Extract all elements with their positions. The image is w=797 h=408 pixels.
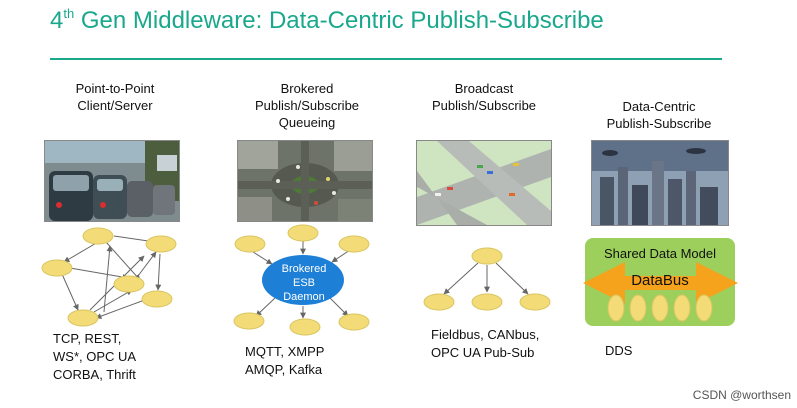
- title-superscript: th: [63, 6, 75, 21]
- roundabout-photo: [237, 140, 373, 222]
- watermark: CSDN @worthsen: [692, 388, 791, 402]
- p2p-node: [145, 235, 177, 253]
- protocol-line: AMQP, Kafka: [245, 362, 323, 377]
- heading-broadcast: Broadcast Publish/Subscribe: [409, 80, 559, 114]
- broker-client-node: [289, 318, 321, 336]
- broker-client-node: [338, 313, 370, 331]
- broker-label-line: Brokered: [281, 263, 327, 275]
- protocol-line: Fieldbus, CANbus,: [431, 327, 540, 342]
- heading-line: Point-to-Point: [75, 81, 155, 96]
- heading-line: Broadcast: [454, 81, 514, 96]
- brokered-star: [233, 224, 370, 336]
- dds-participant-node: [695, 294, 713, 322]
- slide-title: 4th Gen Middleware: Data-Centric Publish…: [50, 6, 604, 35]
- broker-client-node: [233, 312, 265, 330]
- broker-label: Brokered ESB Daemon: [264, 262, 344, 304]
- heading-line: Client/Server: [77, 98, 153, 113]
- p2p-node: [82, 227, 114, 245]
- title-rest: Gen Middleware: Data-Centric Publish-Sub…: [74, 7, 604, 34]
- dds-participant-node: [629, 294, 647, 322]
- protocol-line: TCP, REST,: [53, 331, 122, 346]
- heading-line: Brokered: [280, 81, 334, 96]
- broadcast-node: [423, 293, 455, 311]
- protocols-data-centric: DDS: [605, 342, 632, 360]
- broadcast-node: [519, 293, 551, 311]
- heading-point-to-point: Point-to-Point Client/Server: [40, 80, 190, 114]
- databus-label: DataBus: [631, 272, 689, 289]
- heading-line: Queueing: [278, 115, 336, 130]
- heading-line: Publish-Subscribe: [606, 116, 712, 131]
- protocol-line: CORBA, Thrift: [53, 367, 136, 382]
- p2p-node: [113, 275, 145, 293]
- p2p-node: [41, 259, 73, 277]
- broker-client-node: [234, 235, 266, 253]
- heading-line: Data-Centric: [622, 99, 696, 114]
- traffic-cars-photo: [44, 140, 180, 222]
- protocol-line: DDS: [605, 343, 633, 358]
- roundabout-illustration: [238, 141, 372, 221]
- heading-line: Publish/Subscribe: [431, 98, 537, 113]
- broadcast-source-node: [471, 247, 503, 265]
- futuristic-city-photo: [591, 140, 729, 226]
- protocols-point-to-point: TCP, REST, WS*, OPC UA CORBA, Thrift: [53, 330, 136, 384]
- heading-data-centric: Data-Centric Publish-Subscribe: [584, 98, 734, 132]
- highway-interchange-photo: [416, 140, 552, 226]
- p2p-node: [141, 290, 173, 308]
- dds-participant-node: [673, 294, 691, 322]
- broker-client-node: [287, 224, 319, 242]
- dds-participant-node: [651, 294, 669, 322]
- heading-line: Publish/Subscribe: [254, 98, 360, 113]
- traffic-cars-illustration: [45, 141, 179, 221]
- broker-label-line: ESB: [292, 277, 315, 289]
- protocol-line: MQTT, XMPP: [245, 344, 325, 359]
- broadcast-node: [471, 293, 503, 311]
- point-to-point-mesh: [41, 227, 177, 327]
- futuristic-city-illustration: [592, 141, 728, 225]
- broker-daemon: [262, 255, 344, 305]
- broker-client-node: [338, 235, 370, 253]
- dds-participant-node: [607, 294, 625, 322]
- protocol-line: WS*, OPC UA: [53, 349, 137, 364]
- protocol-line: OPC UA Pub-Sub: [431, 345, 535, 360]
- heading-brokered: Brokered Publish/Subscribe Queueing: [232, 80, 382, 131]
- broker-label-line: Daemon: [283, 291, 325, 303]
- highway-interchange-illustration: [417, 141, 551, 225]
- protocols-brokered: MQTT, XMPP AMQP, Kafka: [245, 343, 324, 379]
- shared-data-model-label: Shared Data Model: [603, 246, 716, 261]
- title-prefix: 4: [50, 7, 64, 34]
- title-underline: [50, 58, 722, 60]
- broadcast-tree: [423, 247, 551, 311]
- p2p-node: [67, 309, 99, 327]
- protocols-broadcast: Fieldbus, CANbus, OPC UA Pub-Sub: [431, 326, 539, 362]
